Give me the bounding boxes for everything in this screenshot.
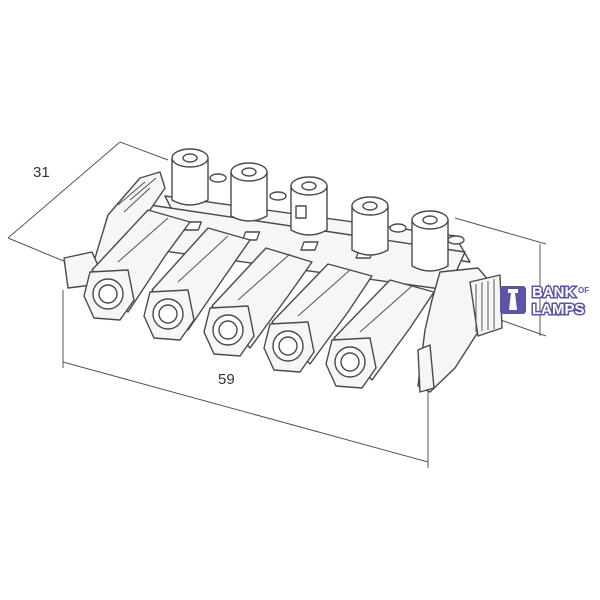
terminal-2 <box>143 227 251 341</box>
depth-extension-back <box>119 141 169 161</box>
terminal-4 <box>263 263 373 373</box>
depth-extension-front <box>7 237 67 263</box>
watermark-line1: BANK <box>532 284 575 301</box>
connector-body <box>63 148 503 393</box>
watermark-line2: LAMPS <box>532 301 585 318</box>
depth-dimension: 31 <box>7 141 169 263</box>
width-dimension: 59 <box>62 290 429 468</box>
watermark-of: OF <box>578 286 589 295</box>
watermark-logo: BANK OF LAMPS <box>500 283 589 320</box>
terminal-5 <box>325 279 435 389</box>
depth-label: 31 <box>33 164 50 181</box>
width-dimension-line <box>62 361 429 463</box>
width-label: 59 <box>218 371 235 388</box>
lighthouse-icon <box>500 286 526 314</box>
terminal-3 <box>203 247 313 357</box>
pin-2 <box>230 162 287 222</box>
pin-1 <box>171 148 227 206</box>
pin-4 <box>351 196 407 256</box>
pin-5 <box>411 210 465 272</box>
terminal-1 <box>83 209 191 321</box>
right-latch <box>417 267 503 393</box>
pin-3 <box>290 176 328 236</box>
height-extension-top <box>454 217 547 245</box>
depth-dimension-line <box>7 141 121 239</box>
